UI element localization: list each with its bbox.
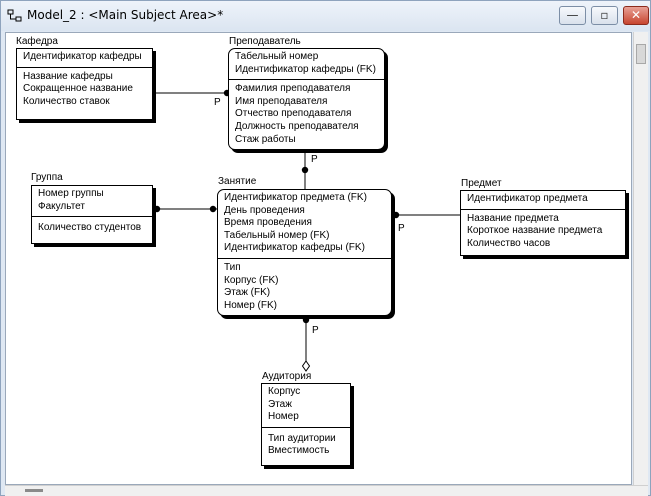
key-attribute: Корпус [268,386,301,397]
maximize-button[interactable]: ▫ [591,6,618,25]
entity-attributes: Тип аудитории Вместимость [262,428,350,460]
entity-attributes: Количество студентов [32,217,152,237]
key-attribute: Идентификатор предмета [467,193,588,204]
minimize-button[interactable]: — [559,6,586,25]
attribute: Стаж работы [235,133,296,145]
entity-prepodavatel[interactable]: Табельный номер Идентификатор кафедры (F… [228,48,385,150]
attribute: Отчество преподавателя [235,108,352,120]
key-attribute: Идентификатор кафедры (FK) [235,63,376,75]
attribute: Тип аудитории [268,432,336,444]
entity-attributes: Тип Корпус (FK) Этаж (FK) Номер (FK) [218,259,391,314]
entity-keys: Табельный номер Идентификатор кафедры (F… [229,49,384,81]
entity-attributes: Фамилия преподавателя Имя преподавателя … [229,80,384,148]
title-bar[interactable]: Model_2 : <Main Subject Area>* — ▫ ✕ [1,1,650,31]
key-attribute: Идентификатор кафедры [23,51,142,62]
key-attribute: Этаж [268,398,292,410]
key-attribute: День проведения [224,204,305,216]
key-attribute: Идентификатор кафедры (FK) [224,242,365,254]
key-attribute: Номер группы [38,188,104,199]
entity-title-auditoriya: Аудитория [262,371,312,382]
key-attribute: Факультет [38,200,85,212]
attribute: Вместимость [268,445,330,457]
entity-title-predmet: Предмет [461,178,502,189]
rel-label-kafedra: P [214,97,221,108]
entity-attributes: Название кафедры Сокращенное название Ко… [17,68,152,111]
entity-predmet[interactable]: Идентификатор предмета Название предмета… [460,190,626,256]
close-icon: ✕ [630,8,642,22]
key-attribute: Табельный номер [235,51,319,62]
entity-title-kafedra: Кафедра [16,36,58,47]
horizontal-scrollbar[interactable] [5,485,648,496]
link-end-dot [392,211,400,219]
attribute: Имя преподавателя [235,95,328,107]
entity-keys: Идентификатор предмета [461,191,625,210]
maximize-icon: ▫ [600,8,609,22]
attribute: Название кафедры [23,70,113,82]
attribute: Номер (FK) [224,299,277,311]
rel-label-predmet: P [398,223,405,234]
link-end-dot [302,316,310,324]
attribute: Количество часов [467,237,551,249]
attribute: Фамилия преподавателя [235,83,351,95]
attribute: Количество ставок [23,95,110,107]
attribute: Короткое название предмета [467,225,603,237]
entity-attributes: Название предмета Короткое название пред… [461,210,625,253]
key-attribute: Время проведения [224,217,312,229]
attribute: Должность преподавателя [235,120,359,132]
entity-gruppa[interactable]: Номер группы Факультет Количество студен… [31,185,153,244]
model-icon [7,9,22,22]
minimize-icon: — [566,8,579,22]
entity-title-prepodavatel: Преподаватель [229,36,301,47]
entity-keys: Идентификатор кафедры [17,49,152,68]
entity-kafedra[interactable]: Идентификатор кафедры Название кафедры С… [16,48,153,120]
entity-title-zanyatie: Занятие [218,176,257,187]
entity-keys: Корпус Этаж Номер [262,384,350,428]
vertical-scroll-thumb[interactable] [636,44,646,64]
attribute: Тип [224,261,241,273]
entity-title-gruppa: Группа [31,172,63,183]
optional-diamond-icon [301,360,311,372]
attribute: Сокращенное название [23,83,133,95]
entity-keys: Номер группы Факультет [32,186,152,218]
entity-auditoriya[interactable]: Корпус Этаж Номер Тип аудитории Вместимо… [261,383,351,466]
horizontal-scroll-thumb[interactable] [25,489,43,492]
attribute: Название предмета [467,212,559,224]
window-title: Model_2 : <Main Subject Area>* [27,8,224,22]
key-attribute: Идентификатор предмета (FK) [224,192,367,203]
vertical-scrollbar[interactable] [633,32,648,485]
key-attribute: Номер [268,411,299,423]
attribute: Этаж (FK) [224,287,271,299]
attribute: Корпус (FK) [224,274,279,286]
link-end-dot [209,205,217,213]
rel-label-prepodavatel: P [311,154,318,165]
key-attribute: Табельный номер (FK) [224,229,330,241]
close-button[interactable]: ✕ [623,6,649,25]
link-end-dot [301,166,309,174]
rel-label-auditoriya: P [312,325,319,336]
entity-zanyatie[interactable]: Идентификатор предмета (FK) День проведе… [217,189,392,316]
attribute: Количество студентов [38,222,142,234]
entity-keys: Идентификатор предмета (FK) День проведе… [218,190,391,259]
link-end-dot [153,205,161,213]
